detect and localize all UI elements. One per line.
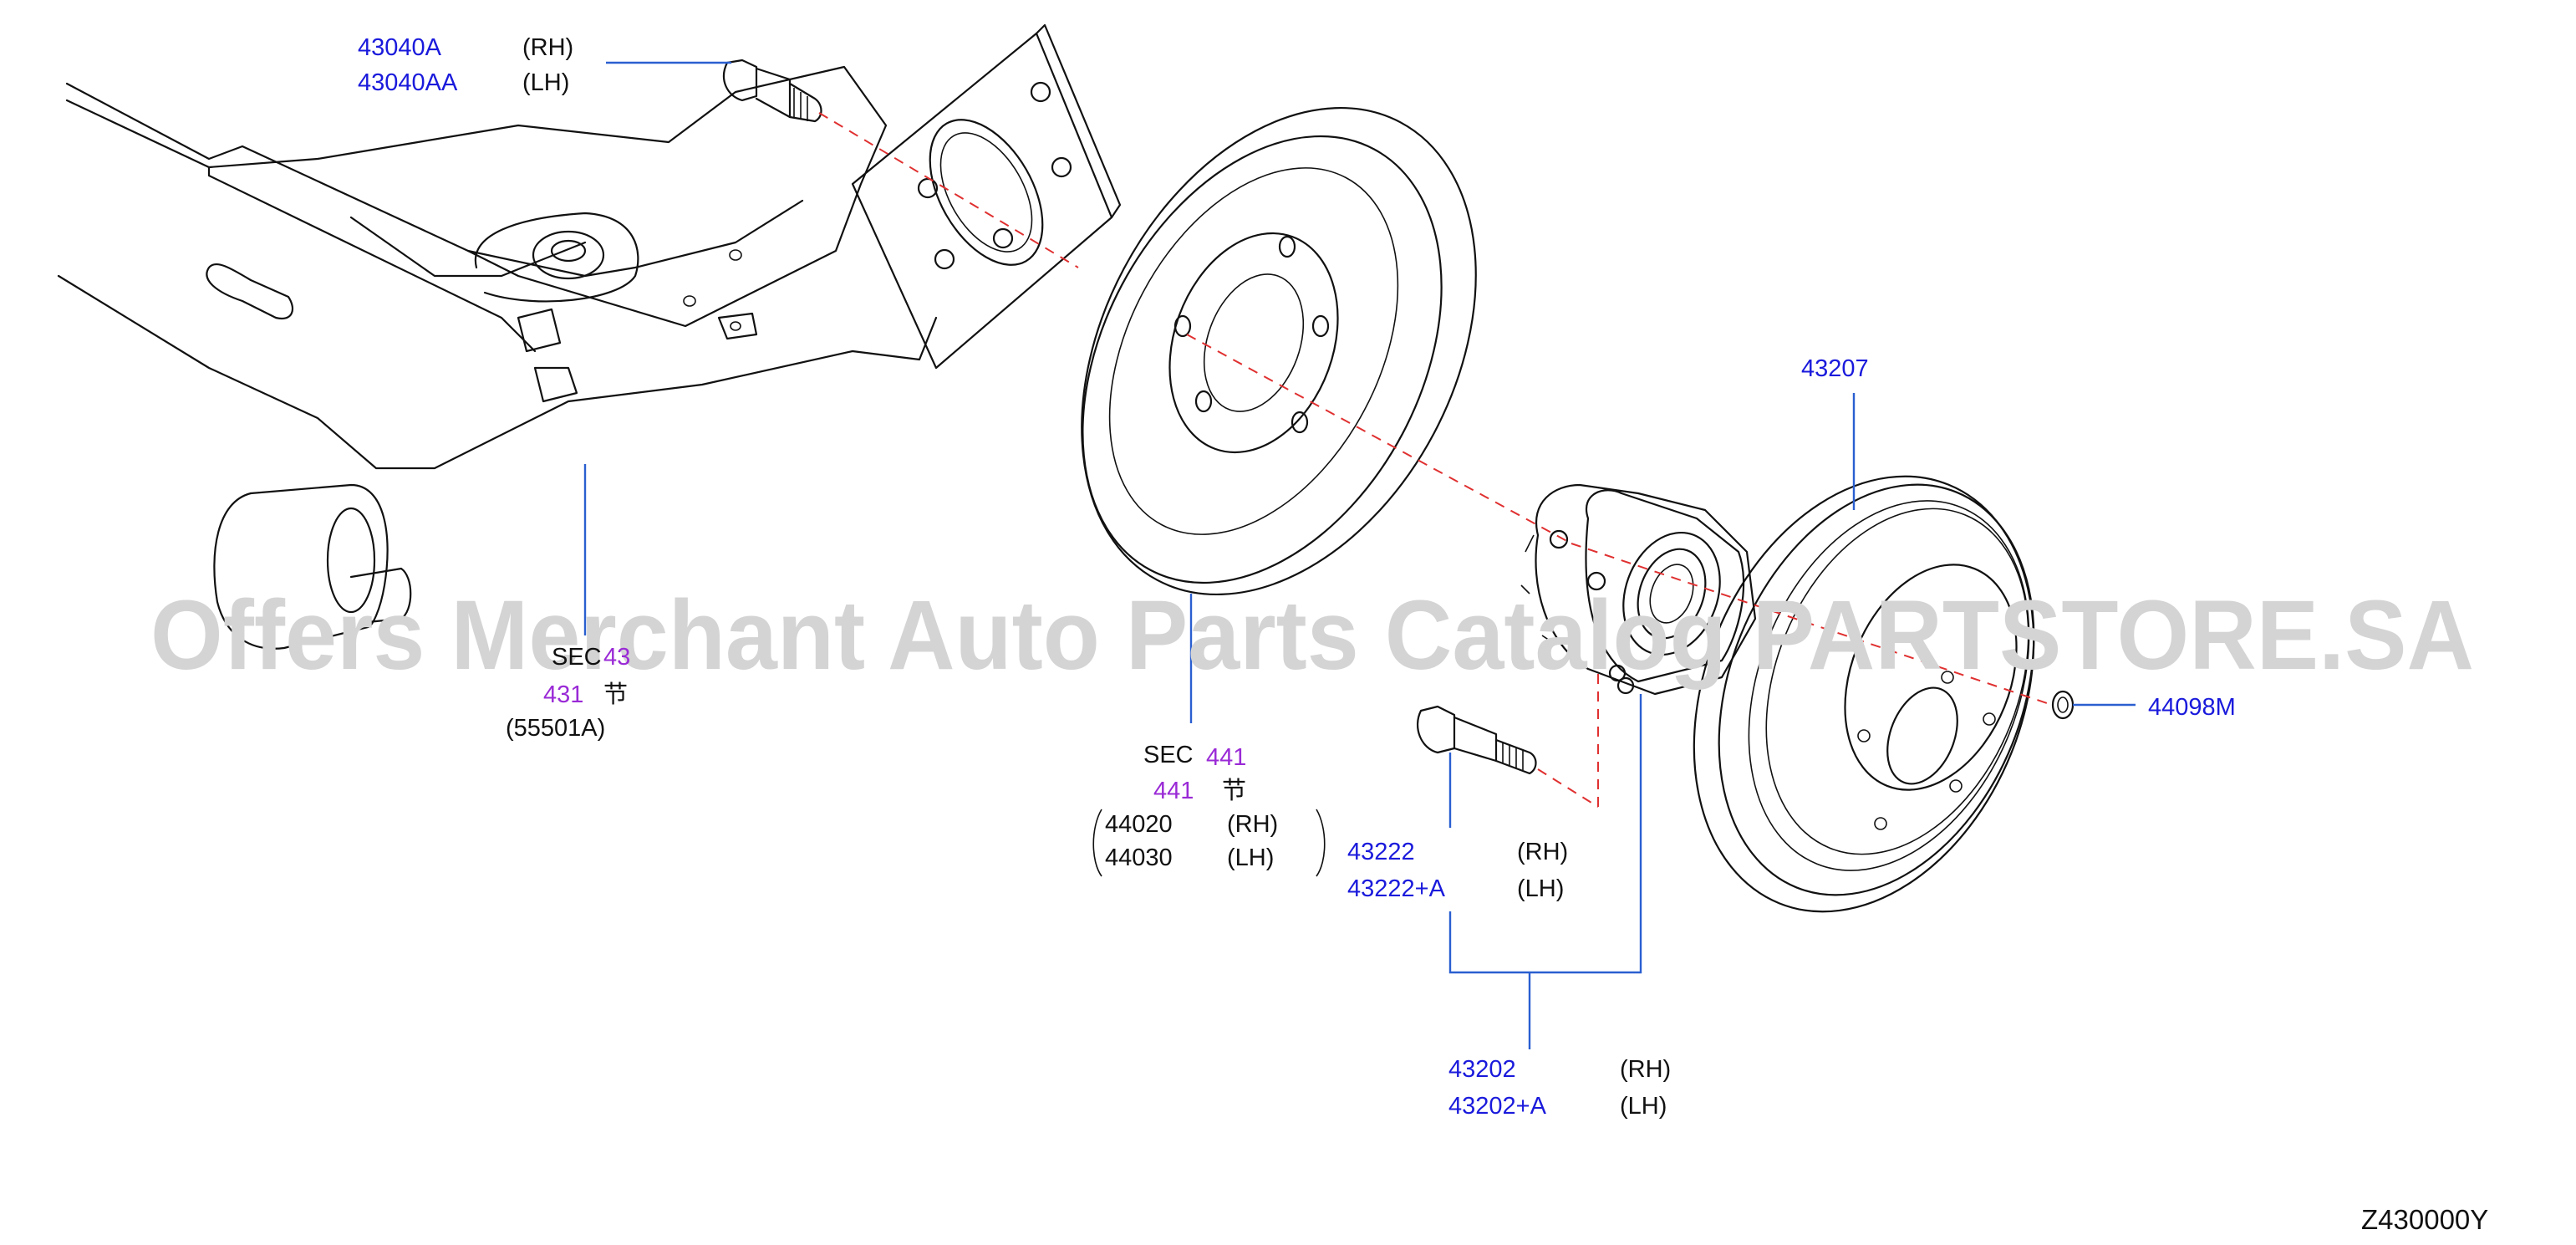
drum-sec-mark: 节 — [1222, 777, 1246, 804]
drum-sec-number: 441 — [1206, 744, 1246, 771]
axle-sec-number: 43 — [603, 644, 630, 671]
callout-hub: 43202 (RH) 43202+A (LH) — [1448, 1056, 1671, 1120]
part-43040AA: 43040AA — [358, 69, 458, 96]
callout-axle: SEC 43 431 节 (55501A) — [506, 644, 630, 742]
part-44098M: 44098M — [2148, 694, 2236, 721]
brake-rotor — [1693, 475, 2035, 913]
leader-lines — [583, 61, 2136, 1049]
axle-sec-prefix: SEC — [552, 644, 602, 671]
callout-hub-bolt: 43222 (RH) 43222+A (LH) — [1347, 839, 1568, 902]
callout-bolt: 43040A (RH) 43040AA (LH) — [358, 34, 573, 96]
hub-bolt-side-lh: (LH) — [1517, 875, 1564, 902]
part-43202-A: 43202+A — [1448, 1093, 1547, 1120]
side-lh: (LH) — [522, 69, 569, 96]
hub-bolt-side-rh: (RH) — [1517, 839, 1568, 865]
flange-bolt — [722, 59, 822, 123]
axle-sec-number-2: 431 — [543, 681, 583, 708]
drum-sec-prefix: SEC — [1143, 742, 1194, 768]
axle-sec-mark: 节 — [603, 681, 628, 708]
side-rh: (RH) — [522, 34, 573, 61]
part-55501A: (55501A) — [506, 715, 605, 742]
rear-axle-beam — [57, 23, 1122, 650]
part-44020: 44020 — [1105, 811, 1173, 838]
part-43040A: 43040A — [358, 34, 442, 61]
brake-drum — [1081, 106, 1477, 596]
drum-sec-number-2: 441 — [1153, 778, 1194, 804]
assembly-centerlines — [818, 112, 2053, 808]
hub-bolt — [1417, 705, 1537, 775]
callout-drum: SEC 441 441 节 44020 (RH) 44030 (LH) — [1092, 742, 1326, 877]
grease-cap — [2051, 690, 2075, 720]
diagram-code: Z430000Y — [2361, 1204, 2488, 1235]
hub-side-rh: (RH) — [1620, 1056, 1671, 1083]
watermark: Offers Merchant Auto Parts Catalog PARTS… — [150, 580, 2474, 691]
hub-bearing — [1520, 483, 1757, 696]
hub-side-lh: (LH) — [1620, 1093, 1667, 1120]
drum-side-lh: (LH) — [1227, 844, 1274, 871]
part-43202: 43202 — [1448, 1056, 1516, 1083]
part-43207: 43207 — [1801, 355, 1869, 382]
part-43222: 43222 — [1347, 839, 1415, 865]
part-44030: 44030 — [1105, 844, 1173, 871]
drum-side-rh: (RH) — [1227, 811, 1278, 838]
part-43222-A: 43222+A — [1347, 875, 1446, 902]
